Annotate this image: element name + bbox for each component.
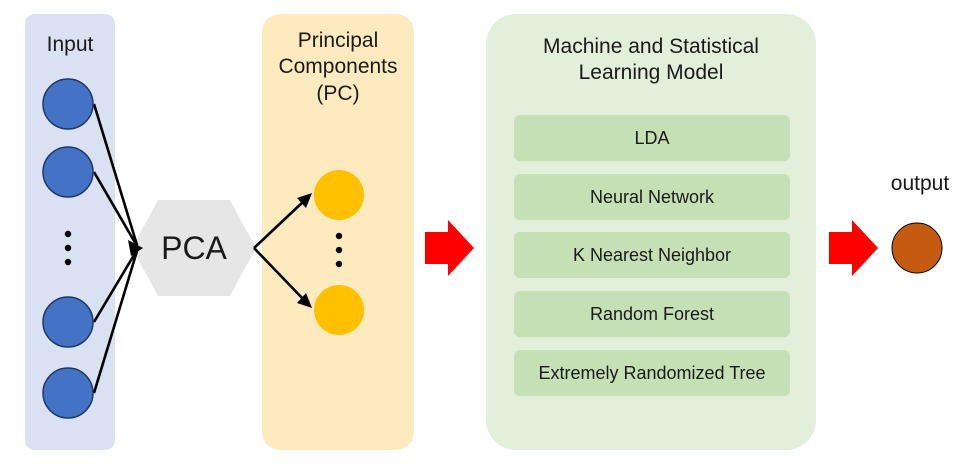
model-title-line-2: Learning Model: [578, 61, 724, 85]
model-box-extra-trees: Extremely Randomized Tree: [514, 350, 790, 396]
connector-2: [92, 171, 139, 247]
model-box-knn: K Nearest Neighbor: [514, 232, 790, 278]
pc-node: [314, 285, 364, 335]
input-node: [42, 296, 94, 348]
model-box-neural-network: Neural Network: [514, 174, 790, 220]
input-node: [42, 367, 94, 419]
pca-hexagon: [132, 200, 256, 296]
pc-node: [314, 170, 364, 220]
pc-title-line-2: Components: [278, 55, 398, 79]
flow-arrow-1: [425, 220, 474, 276]
pc-connector-2: [253, 247, 306, 302]
pc-arrowhead-1: [297, 193, 312, 208]
learning-model-panel: Machine and Statistical Learning Model L…: [486, 14, 816, 450]
pc-connector-1: [253, 199, 306, 249]
model-title: Machine and Statistical Learning Model: [486, 34, 816, 87]
pc-arrowhead-2: [297, 293, 312, 308]
input-node: [42, 78, 94, 130]
pc-title-line-1: Principal: [297, 29, 379, 52]
connector-arrowhead: [128, 240, 143, 256]
connector-1: [92, 103, 139, 246]
model-title-line-1: Machine and Statistical: [543, 35, 759, 58]
input-node: [42, 146, 94, 198]
model-box-lda: LDA: [514, 115, 790, 161]
input-ellipsis: [64, 230, 72, 266]
pc-connectors: [253, 199, 306, 302]
model-box-random-forest: Random Forest: [514, 291, 790, 337]
input-title: Input: [46, 33, 94, 56]
pc-title: Principal Components (PC): [262, 28, 414, 107]
input-nodes: [42, 78, 94, 419]
pca-label: PCA: [161, 229, 227, 266]
pc-title-line-3: (PC): [316, 81, 360, 105]
flow-arrow-2: [829, 220, 878, 276]
output-node: [891, 222, 943, 274]
connector-3: [92, 249, 139, 323]
pc-ellipsis: [335, 232, 343, 268]
connector-4: [92, 250, 139, 394]
principal-components-panel: Principal Components (PC): [262, 14, 414, 450]
output-label: output: [890, 172, 950, 195]
input-connectors: [92, 103, 139, 394]
